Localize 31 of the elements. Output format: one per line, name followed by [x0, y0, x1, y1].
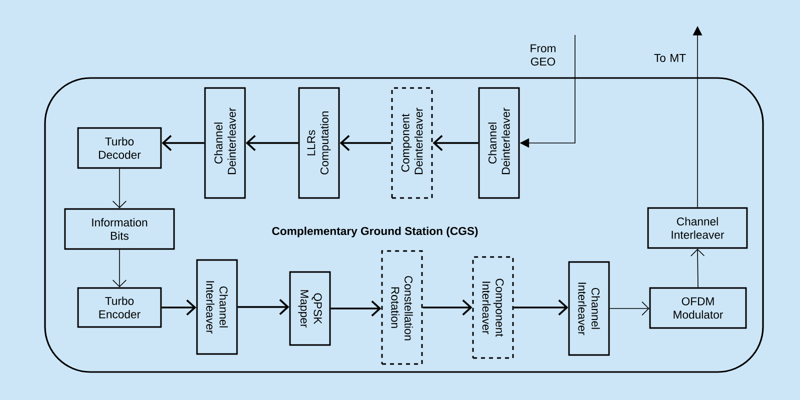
- arrow: [112, 249, 127, 288]
- station-title: Complementary Ground Station (CGS): [272, 226, 478, 238]
- arrow: [690, 248, 705, 288]
- process-box: Channel Deinterleaver: [478, 87, 520, 199]
- process-box: Information Bits: [64, 208, 175, 250]
- arrow: [330, 300, 382, 317]
- process-box: LLRs Computation: [298, 87, 340, 199]
- process-box: QPSK Mapper: [289, 271, 331, 346]
- process-box: OFDM Modulator: [649, 287, 747, 329]
- arrow: [609, 301, 650, 316]
- arrow: [422, 299, 472, 316]
- arrow: [162, 299, 196, 316]
- process-box: Component Interleaver: [472, 256, 514, 359]
- io-label: From GEO: [530, 44, 556, 66]
- arrow: [162, 134, 204, 152]
- arrow: [432, 134, 478, 152]
- station-frame: [44, 77, 764, 373]
- process-box: Channel Deinterleaver: [204, 87, 246, 199]
- process-box: Channel Interleaver: [196, 259, 238, 355]
- process-box: Channel Interleaver: [568, 261, 610, 356]
- arrow: [246, 134, 298, 152]
- process-box: Channel Interleaver: [647, 207, 748, 249]
- io-label: To MT: [654, 54, 686, 62]
- arrow: [238, 298, 290, 316]
- arrow: [112, 168, 127, 208]
- process-box: Constellation Rotation: [381, 250, 423, 365]
- process-box: Turbo Encoder: [77, 287, 162, 328]
- process-box: Component Deinterleaver: [391, 87, 433, 199]
- arrow: [340, 134, 392, 152]
- process-box: Turbo Decoder: [77, 127, 162, 169]
- arrow: [514, 299, 568, 316]
